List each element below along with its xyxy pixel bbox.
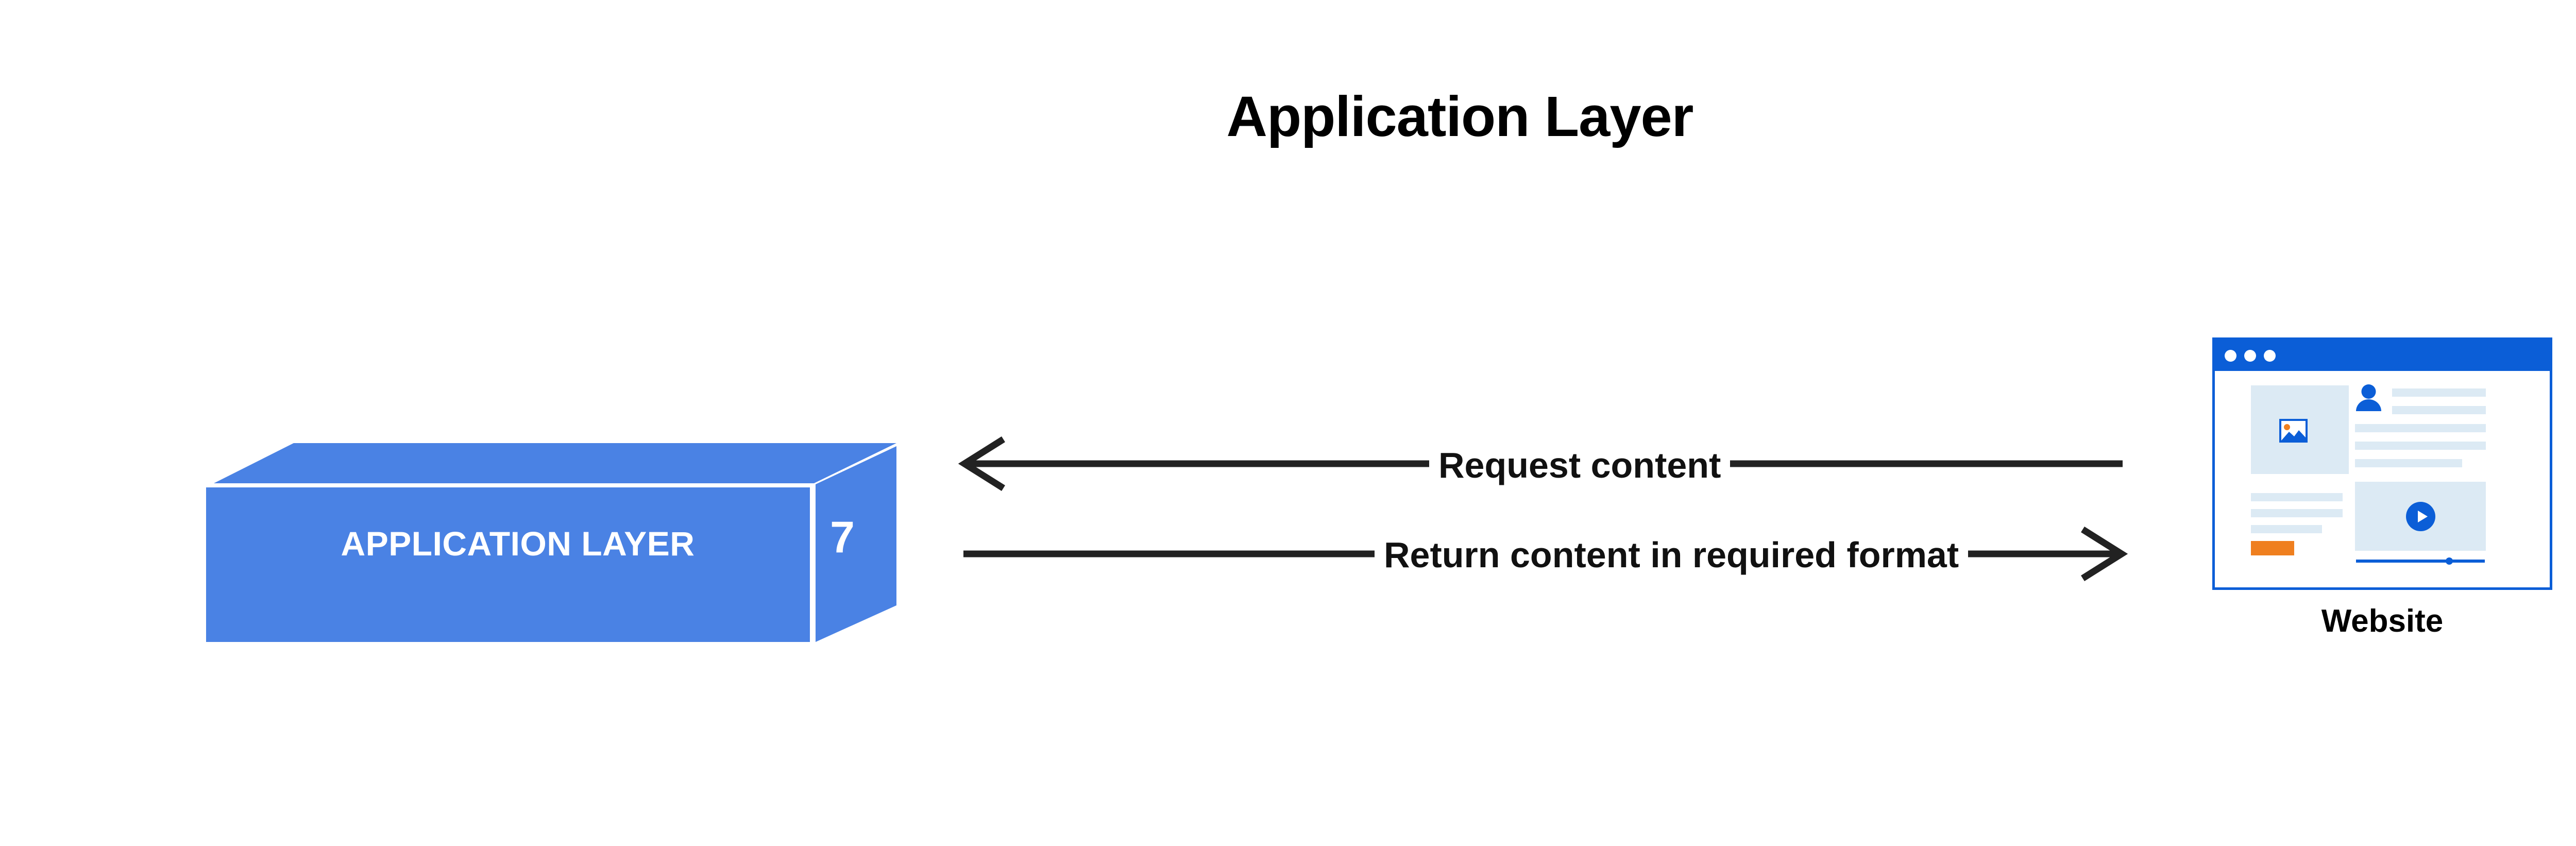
video-progress-bar[interactable] [2355, 557, 2486, 565]
box-top-face [214, 443, 896, 483]
text-line-placeholder [2355, 459, 2462, 467]
browser-content [2215, 371, 2550, 587]
text-line-placeholder [2251, 493, 2343, 501]
orange-cta-button[interactable] [2251, 541, 2294, 555]
browser-window [2212, 337, 2552, 590]
text-line-placeholder [2392, 406, 2486, 414]
text-line-placeholder [2392, 388, 2486, 397]
box-front-face [206, 487, 810, 642]
return-content-label: Return content in required format [1375, 537, 1969, 573]
text-line-placeholder [2355, 424, 2486, 432]
browser-titlebar [2215, 340, 2550, 371]
website-caption: Website [2321, 603, 2444, 639]
text-line-placeholder [2251, 525, 2322, 533]
image-icon [2279, 419, 2308, 443]
play-icon[interactable] [2406, 502, 2435, 531]
person-icon [2355, 384, 2382, 411]
window-dot-icon [2225, 350, 2236, 362]
box-side-face [816, 446, 896, 642]
website-illustration: Website [2212, 337, 2552, 637]
request-content-label: Request content [1429, 447, 1731, 483]
page-title: Application Layer [1226, 85, 1694, 148]
video-placeholder [2355, 482, 2486, 551]
window-dot-icon [2244, 350, 2256, 362]
text-line-placeholder [2355, 442, 2486, 450]
window-dot-icon [2264, 350, 2276, 362]
application-layer-box: APPLICATION LAYER 7 [196, 438, 896, 644]
text-line-placeholder [2251, 509, 2343, 517]
flow-arrows-group: Request content Return content in requir… [953, 422, 2148, 593]
progress-handle [2446, 557, 2453, 565]
